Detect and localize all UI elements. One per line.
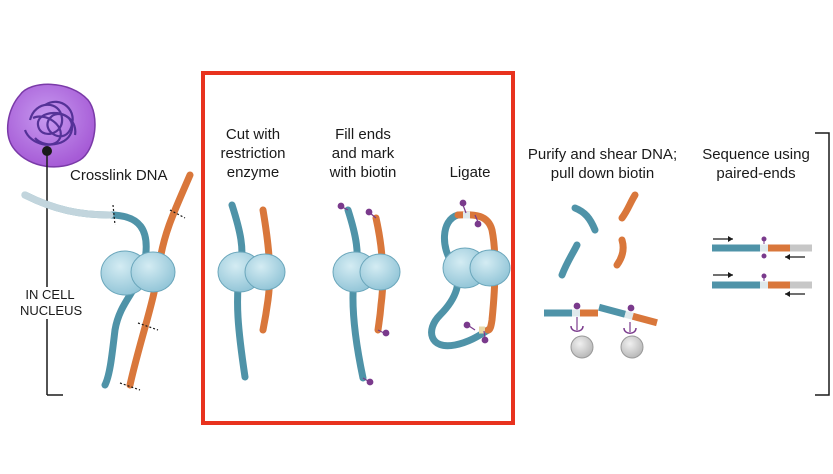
purify-label: Purify and shear DNA; pull down biotin bbox=[515, 145, 690, 183]
fill-ends-label: Fill ends and mark with biotin bbox=[318, 125, 408, 182]
bead-icon bbox=[620, 335, 644, 359]
ligate-figure bbox=[428, 199, 511, 350]
in-cell-nucleus-label: IN CELL NUCLEUS bbox=[20, 287, 83, 319]
ligate-label: Ligate bbox=[449, 164, 491, 181]
purify-figure bbox=[544, 191, 658, 359]
purify-label-line-1: Purify and shear DNA; bbox=[527, 146, 678, 163]
nucleus-icon bbox=[7, 83, 96, 168]
in-cell-nucleus-line-1: IN CELL bbox=[25, 287, 75, 302]
sequence-label-line-2: paired-ends bbox=[716, 165, 796, 182]
sequence-label: Sequence using paired-ends bbox=[700, 145, 812, 183]
fill-ends-figure bbox=[332, 202, 401, 386]
in-cell-nucleus-line-2: NUCLEUS bbox=[20, 303, 83, 318]
purify-label-line-2: pull down biotin bbox=[550, 165, 655, 182]
crosslink-label: Crosslink DNA bbox=[70, 167, 168, 184]
fill-label-line-3: with biotin bbox=[329, 164, 397, 181]
fill-label-line-1: Fill ends bbox=[335, 126, 391, 143]
fill-label-line-2: and mark bbox=[331, 145, 395, 162]
crosslink-dna-figure bbox=[21, 171, 194, 391]
right-bracket bbox=[815, 132, 830, 396]
cut-label-line-2: restriction bbox=[220, 145, 286, 162]
cut-figure bbox=[217, 201, 286, 381]
sequence-label-line-1: Sequence using bbox=[702, 146, 810, 163]
cut-label-line-1: Cut with bbox=[225, 126, 281, 143]
highlight-box bbox=[201, 71, 515, 425]
cut-label-line-3: enzyme bbox=[226, 164, 280, 181]
bead-icon bbox=[570, 335, 594, 359]
sequencing-figure bbox=[712, 236, 812, 297]
cut-label: Cut with restriction enzyme bbox=[213, 125, 293, 182]
